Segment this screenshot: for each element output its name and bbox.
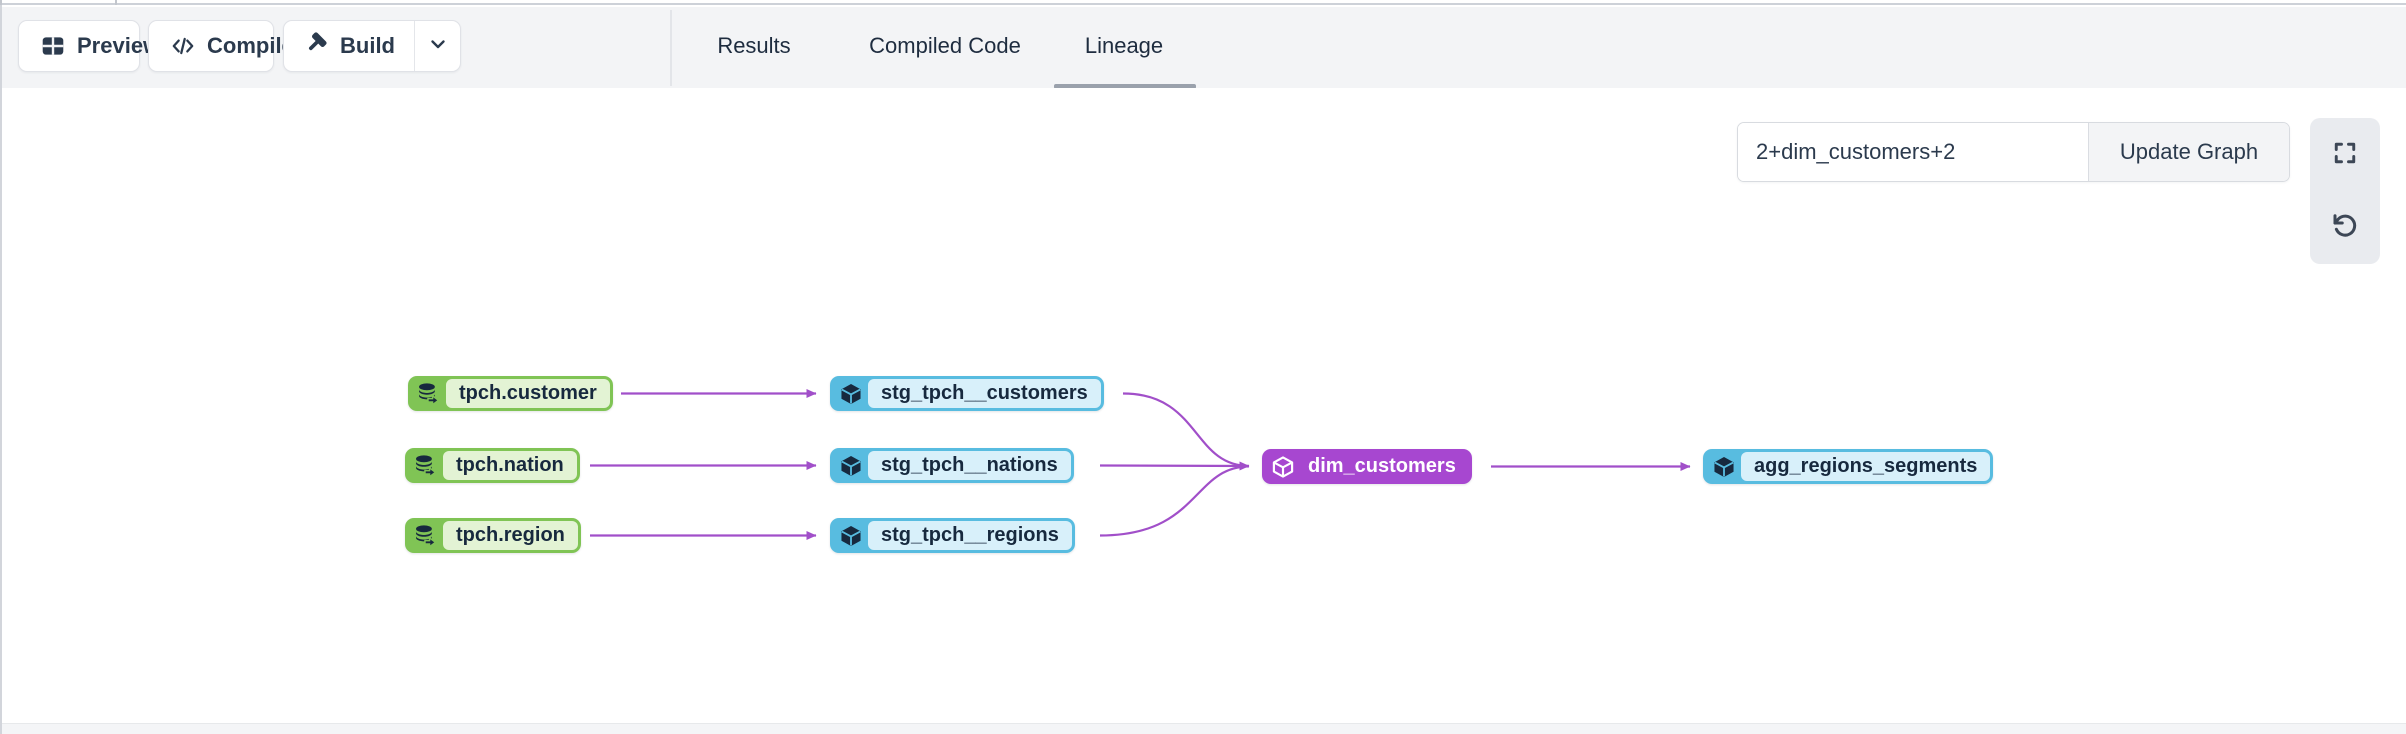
compile-button[interactable]: Compile: [148, 20, 294, 72]
pane-top-edge: [0, 0, 2406, 5]
hammer-icon: [303, 30, 329, 62]
tab-compiled-code[interactable]: Compiled Code: [860, 20, 1030, 72]
lineage-node-dim-customers[interactable]: dim_customers: [1262, 449, 1472, 484]
model-selector-input[interactable]: [1738, 123, 2088, 181]
node-label: stg_tpch__regions: [868, 521, 1072, 550]
cube-icon: [833, 521, 868, 550]
build-button-group: Build: [283, 20, 461, 72]
lineage-canvas[interactable]: [2, 88, 2406, 723]
pane-edge-tick: [115, 0, 117, 5]
lineage-node-tpch-region[interactable]: tpch.region: [405, 518, 581, 553]
tab-lineage[interactable]: Lineage: [1078, 20, 1170, 72]
lineage-node-stg-tpch-regions[interactable]: stg_tpch__regions: [830, 518, 1075, 553]
reset-view-button[interactable]: [2315, 200, 2375, 256]
node-label: agg_regions_segments: [1741, 452, 1991, 481]
lineage-node-agg-regions-segments[interactable]: agg_regions_segments: [1703, 449, 1994, 484]
lineage-node-stg-tpch-customers[interactable]: stg_tpch__customers: [830, 376, 1104, 411]
lineage-node-stg-tpch-nations[interactable]: stg_tpch__nations: [830, 448, 1074, 483]
node-label: tpch.nation: [443, 451, 577, 480]
fullscreen-icon: [2331, 139, 2359, 170]
tab-results-label: Results: [717, 33, 791, 58]
cube-icon: [1706, 452, 1741, 481]
node-label: tpch.customer: [446, 379, 610, 408]
table-icon: [40, 33, 66, 59]
toolbar-divider: [670, 10, 672, 86]
chevron-down-icon: [426, 32, 450, 61]
preview-button-label: Preview: [77, 33, 161, 58]
build-button-label: Build: [340, 33, 395, 58]
build-options-button[interactable]: [414, 21, 460, 71]
node-label: stg_tpch__nations: [868, 451, 1071, 480]
database-icon: [411, 379, 446, 408]
build-button[interactable]: Build: [284, 21, 414, 71]
lineage-node-tpch-customer[interactable]: tpch.customer: [408, 376, 613, 411]
tab-lineage-label: Lineage: [1084, 33, 1164, 58]
cube-icon: [1265, 452, 1300, 481]
pane-left-border: [0, 5, 2, 734]
tab-compiled-code-label: Compiled Code: [869, 33, 1021, 58]
database-icon: [408, 521, 443, 550]
fullscreen-button[interactable]: [2315, 127, 2375, 183]
code-icon: [170, 33, 196, 59]
pane-bottom-edge: [0, 723, 2406, 734]
preview-button[interactable]: Preview: [18, 20, 160, 72]
reset-icon: [2330, 211, 2360, 244]
node-label: stg_tpch__customers: [868, 379, 1101, 408]
graph-controls-panel: [2310, 118, 2380, 264]
database-icon: [408, 451, 443, 480]
model-selector-group: Update Graph: [1737, 122, 2290, 182]
update-graph-button[interactable]: Update Graph: [2088, 123, 2289, 181]
cube-icon: [833, 379, 868, 408]
compile-button-label: Compile: [207, 33, 294, 58]
tab-results[interactable]: Results: [714, 20, 794, 72]
node-label: dim_customers: [1308, 455, 1456, 477]
active-tab-indicator: [1054, 84, 1196, 89]
lineage-node-tpch-nation[interactable]: tpch.nation: [405, 448, 580, 483]
cube-icon: [833, 451, 868, 480]
node-label: tpch.region: [443, 521, 578, 550]
results-toolbar: Preview Compile Build Results: [2, 7, 2406, 89]
pane-edge-tick: [0, 0, 2, 5]
